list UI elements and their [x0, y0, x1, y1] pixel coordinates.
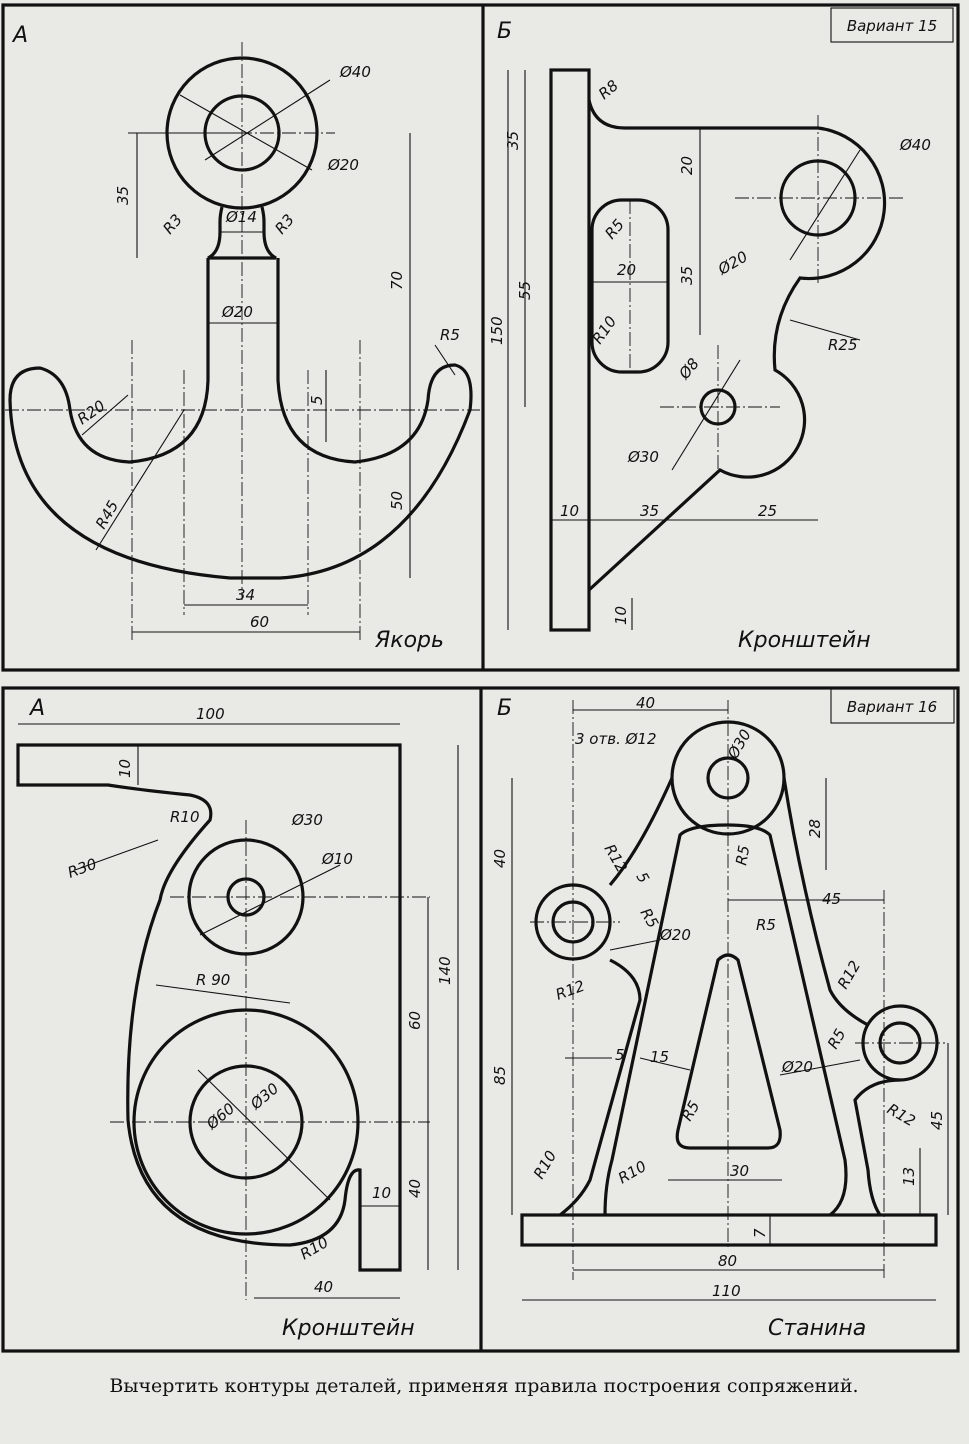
corner-letter-top-right: Б	[497, 19, 512, 44]
dim-bracket-bottom-11: 40	[406, 1179, 424, 1198]
dim-frame-21: 45	[928, 1111, 946, 1130]
dim-frame-12: R12	[834, 957, 864, 992]
dim-bracket-bottom-4: R30	[65, 855, 99, 882]
dim-frame-16: 15	[650, 1048, 669, 1066]
dim-bracket-top-7: Ø20	[714, 247, 751, 279]
dim-frame-20: R12	[884, 1100, 919, 1130]
part-bracket-top: R8 35 20 Ø40 R5 20 35 Ø20 55 150 R10 R25…	[488, 68, 931, 632]
frame-bottom	[1, 686, 960, 1353]
dim-frame-22: R10	[530, 1147, 560, 1182]
part-frame: 40 3 отв. Ø12 Ø30 28 R12 5 R5 R5 45 40 Ø…	[491, 694, 949, 1301]
title-frame: Станина	[768, 1316, 866, 1341]
dim-frame-19: R5	[824, 1026, 850, 1052]
dim-frame-26: 7	[751, 1228, 769, 1238]
dim-bracket-top-16: 25	[758, 502, 777, 520]
dim-anchor-8: R5	[440, 326, 460, 344]
dim-bracket-top-14: 10	[560, 502, 579, 520]
dim-anchor-10: 5	[308, 395, 326, 405]
dim-frame-1: 3 отв. Ø12	[575, 730, 657, 748]
dim-frame-5: 5	[633, 869, 653, 886]
variant-label-16: Вариант 16	[847, 698, 937, 716]
dim-frame-13: R12	[553, 977, 587, 1004]
dim-frame-25: 13	[900, 1167, 918, 1186]
dim-frame-24: 30	[730, 1162, 749, 1180]
dim-frame-8: 45	[822, 890, 841, 908]
dim-bracket-bottom-5: Ø10	[321, 850, 353, 868]
dim-frame-4: R12	[601, 841, 631, 876]
dim-bracket-bottom-14: 40	[314, 1278, 333, 1296]
dim-anchor-12: 50	[388, 491, 406, 510]
dim-bracket-top-8: 55	[516, 281, 534, 300]
variant-box-15: Вариант 15	[830, 7, 954, 43]
dim-bracket-bottom-12: 10	[372, 1184, 391, 1202]
dim-frame-6: R5	[637, 905, 663, 931]
corner-letter-bottom-left: А	[28, 696, 45, 721]
dim-bracket-top-2: 20	[678, 156, 696, 175]
dim-frame-11: R5	[756, 916, 776, 934]
corner-letter-top-left: А	[11, 23, 28, 48]
title-anchor: Якорь	[374, 628, 444, 653]
dim-bracket-bottom-3: Ø30	[291, 811, 323, 829]
dim-bracket-bottom-10: Ø30	[246, 1079, 282, 1113]
dim-bracket-top-11: R25	[828, 336, 858, 354]
dim-anchor-3: R3	[159, 211, 186, 238]
dim-anchor-5: R3	[271, 211, 298, 238]
dim-bracket-top-9: 150	[488, 316, 506, 345]
dim-bracket-top-15: 35	[640, 502, 659, 520]
task-caption: Вычертить контуры деталей, применяя прав…	[109, 1375, 858, 1397]
variant-box-16: Вариант 16	[830, 688, 955, 724]
dim-bracket-top-3: Ø40	[899, 136, 931, 154]
dim-bracket-bottom-6: R 90	[196, 971, 230, 989]
part-anchor: Ø40 Ø20 35 R3 Ø14 R3 70 Ø20 R5 R20 5 R45…	[5, 42, 480, 640]
dim-frame-10: Ø20	[659, 926, 691, 944]
dim-frame-28: 110	[712, 1282, 741, 1300]
part-bracket-bottom: 100 10 R10 Ø30 R30 Ø10 R 90 140 60 Ø60 Ø…	[16, 705, 459, 1300]
variant-label-15: Вариант 15	[847, 17, 937, 35]
dim-frame-23: R10	[615, 1157, 650, 1187]
dim-anchor-9: R20	[74, 397, 109, 429]
dim-anchor-1: Ø20	[327, 156, 359, 174]
dim-frame-27: 80	[718, 1252, 737, 1270]
dim-anchor-2: 35	[114, 186, 132, 205]
dim-bracket-bottom-7: 140	[436, 956, 454, 985]
dim-bracket-bottom-13: R10	[297, 1233, 332, 1263]
dim-frame-15: 5	[615, 1046, 625, 1064]
dim-bracket-bottom-0: 100	[196, 705, 225, 723]
dim-frame-7: R5	[732, 844, 753, 867]
dim-bracket-top-6: 35	[678, 266, 696, 285]
dim-bracket-top-4: R5	[601, 216, 628, 243]
dim-bracket-bottom-2: R10	[170, 808, 200, 826]
title-bracket-bottom: Кронштейн	[282, 1316, 415, 1341]
dim-frame-18: Ø20	[781, 1058, 813, 1076]
dim-bracket-top-1: 35	[504, 131, 522, 150]
dim-bracket-top-0: R8	[595, 76, 622, 103]
dim-anchor-7: Ø20	[221, 303, 253, 321]
title-bracket-top: Кронштейн	[738, 628, 871, 653]
dim-bracket-bottom-1: 10	[116, 759, 134, 778]
dim-frame-0: 40	[636, 694, 655, 712]
dim-bracket-bottom-8: 60	[406, 1011, 424, 1030]
dim-bracket-top-13: Ø30	[627, 448, 659, 466]
dim-bracket-top-12: Ø8	[675, 355, 703, 384]
dim-frame-3: 28	[806, 819, 824, 838]
dim-frame-14: 85	[491, 1066, 509, 1085]
dim-anchor-14: 60	[250, 613, 269, 631]
frame-top	[1, 3, 960, 672]
dim-anchor-13: 34	[236, 586, 255, 604]
dim-anchor-4: Ø14	[225, 208, 257, 226]
dim-bracket-top-17: 10	[612, 606, 630, 625]
dim-anchor-6: 70	[388, 271, 406, 290]
dim-bracket-top-5: 20	[617, 261, 636, 279]
dim-frame-9: 40	[491, 849, 509, 868]
corner-letter-bottom-right: Б	[497, 696, 512, 721]
dim-anchor-0: Ø40	[339, 63, 371, 81]
